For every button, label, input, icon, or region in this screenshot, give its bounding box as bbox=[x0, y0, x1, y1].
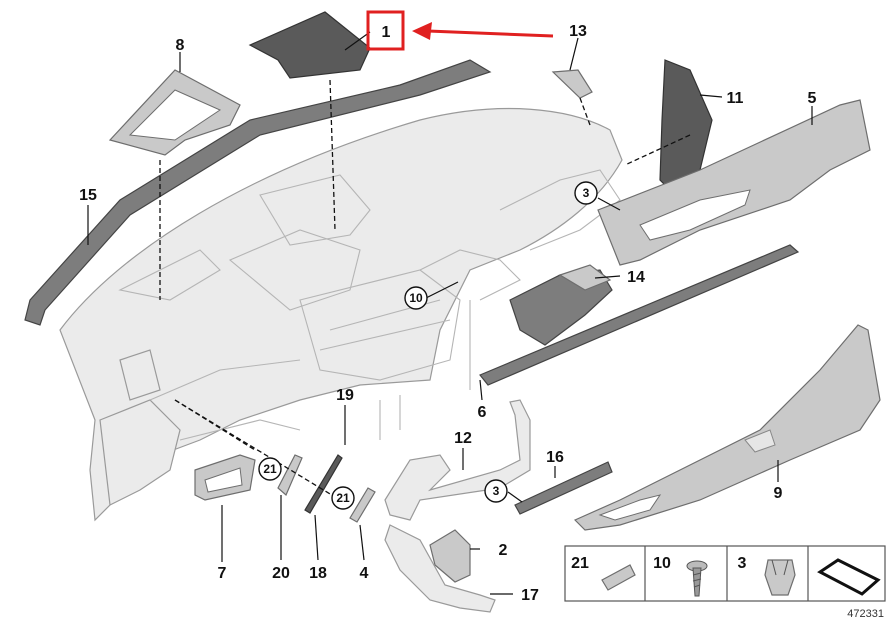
part-5-trim-right bbox=[597, 99, 871, 266]
leader-lines bbox=[87, 31, 813, 595]
callout-15: 15 bbox=[79, 187, 97, 204]
legend-label-10: 10 bbox=[653, 555, 671, 572]
legend-label-21: 21 bbox=[571, 555, 589, 572]
part-16-trim-small bbox=[514, 461, 613, 515]
callout-18: 18 bbox=[309, 565, 327, 582]
panel-symbol-icon bbox=[817, 558, 881, 596]
callout-21-right: 21 bbox=[336, 491, 350, 505]
fastener-legend: 21 10 3 bbox=[564, 545, 886, 602]
clip-21-icon bbox=[601, 564, 636, 591]
callout-10: 10 bbox=[409, 291, 423, 305]
callout-6: 6 bbox=[478, 404, 487, 421]
callout-5: 5 bbox=[808, 90, 817, 107]
callout-3-lower: 3 bbox=[493, 484, 500, 498]
legend-label-3: 3 bbox=[738, 555, 747, 572]
callout-2: 2 bbox=[499, 542, 508, 559]
circled-callouts: 3 10 3 21 21 bbox=[258, 181, 598, 510]
part-14-glovebox-bracket bbox=[509, 264, 613, 346]
reference-number: 472331 bbox=[847, 608, 884, 620]
callout-3-upper: 3 bbox=[583, 186, 590, 200]
part-1-speaker-cover bbox=[248, 11, 371, 79]
part-12-trim-bezel bbox=[384, 399, 531, 521]
part-4-clip-strip bbox=[349, 487, 376, 523]
part-6-trim-rod bbox=[479, 244, 800, 386]
callout-14: 14 bbox=[627, 269, 645, 286]
part-7-vent-bezel bbox=[194, 454, 256, 501]
callout-21-left: 21 bbox=[263, 462, 277, 476]
part-20-clip-strip bbox=[277, 454, 303, 496]
part-9-trim-large bbox=[573, 324, 881, 531]
part-2-lower-trim bbox=[429, 529, 471, 583]
callout-4: 4 bbox=[360, 565, 369, 582]
callout-19: 19 bbox=[336, 387, 354, 404]
callout-11: 11 bbox=[727, 90, 744, 107]
callout-13: 13 bbox=[569, 23, 587, 40]
part-18-seal-strip bbox=[304, 454, 343, 514]
callout-17: 17 bbox=[521, 587, 539, 604]
part-8-trim-frame bbox=[108, 69, 241, 156]
part-15-trim-strip bbox=[24, 59, 492, 326]
callout-7: 7 bbox=[218, 565, 227, 582]
callout-12: 12 bbox=[454, 430, 472, 447]
callout-1: 1 bbox=[382, 24, 391, 41]
callout-8: 8 bbox=[176, 37, 185, 54]
part-17-lower-strip bbox=[384, 524, 496, 613]
callout-numbers: 1 13 8 15 11 5 14 6 19 12 16 9 2 17 7 20… bbox=[79, 23, 816, 604]
dashboard-carrier bbox=[59, 107, 623, 522]
part-13-vent-grille bbox=[551, 69, 593, 99]
callout-9: 9 bbox=[774, 485, 783, 502]
highlight-part-1 bbox=[366, 10, 554, 51]
assembly-lines bbox=[159, 79, 691, 501]
callout-16: 16 bbox=[546, 449, 564, 466]
callout-20: 20 bbox=[272, 565, 290, 582]
screw-10-icon bbox=[686, 560, 708, 597]
clip-3-icon bbox=[764, 559, 796, 596]
